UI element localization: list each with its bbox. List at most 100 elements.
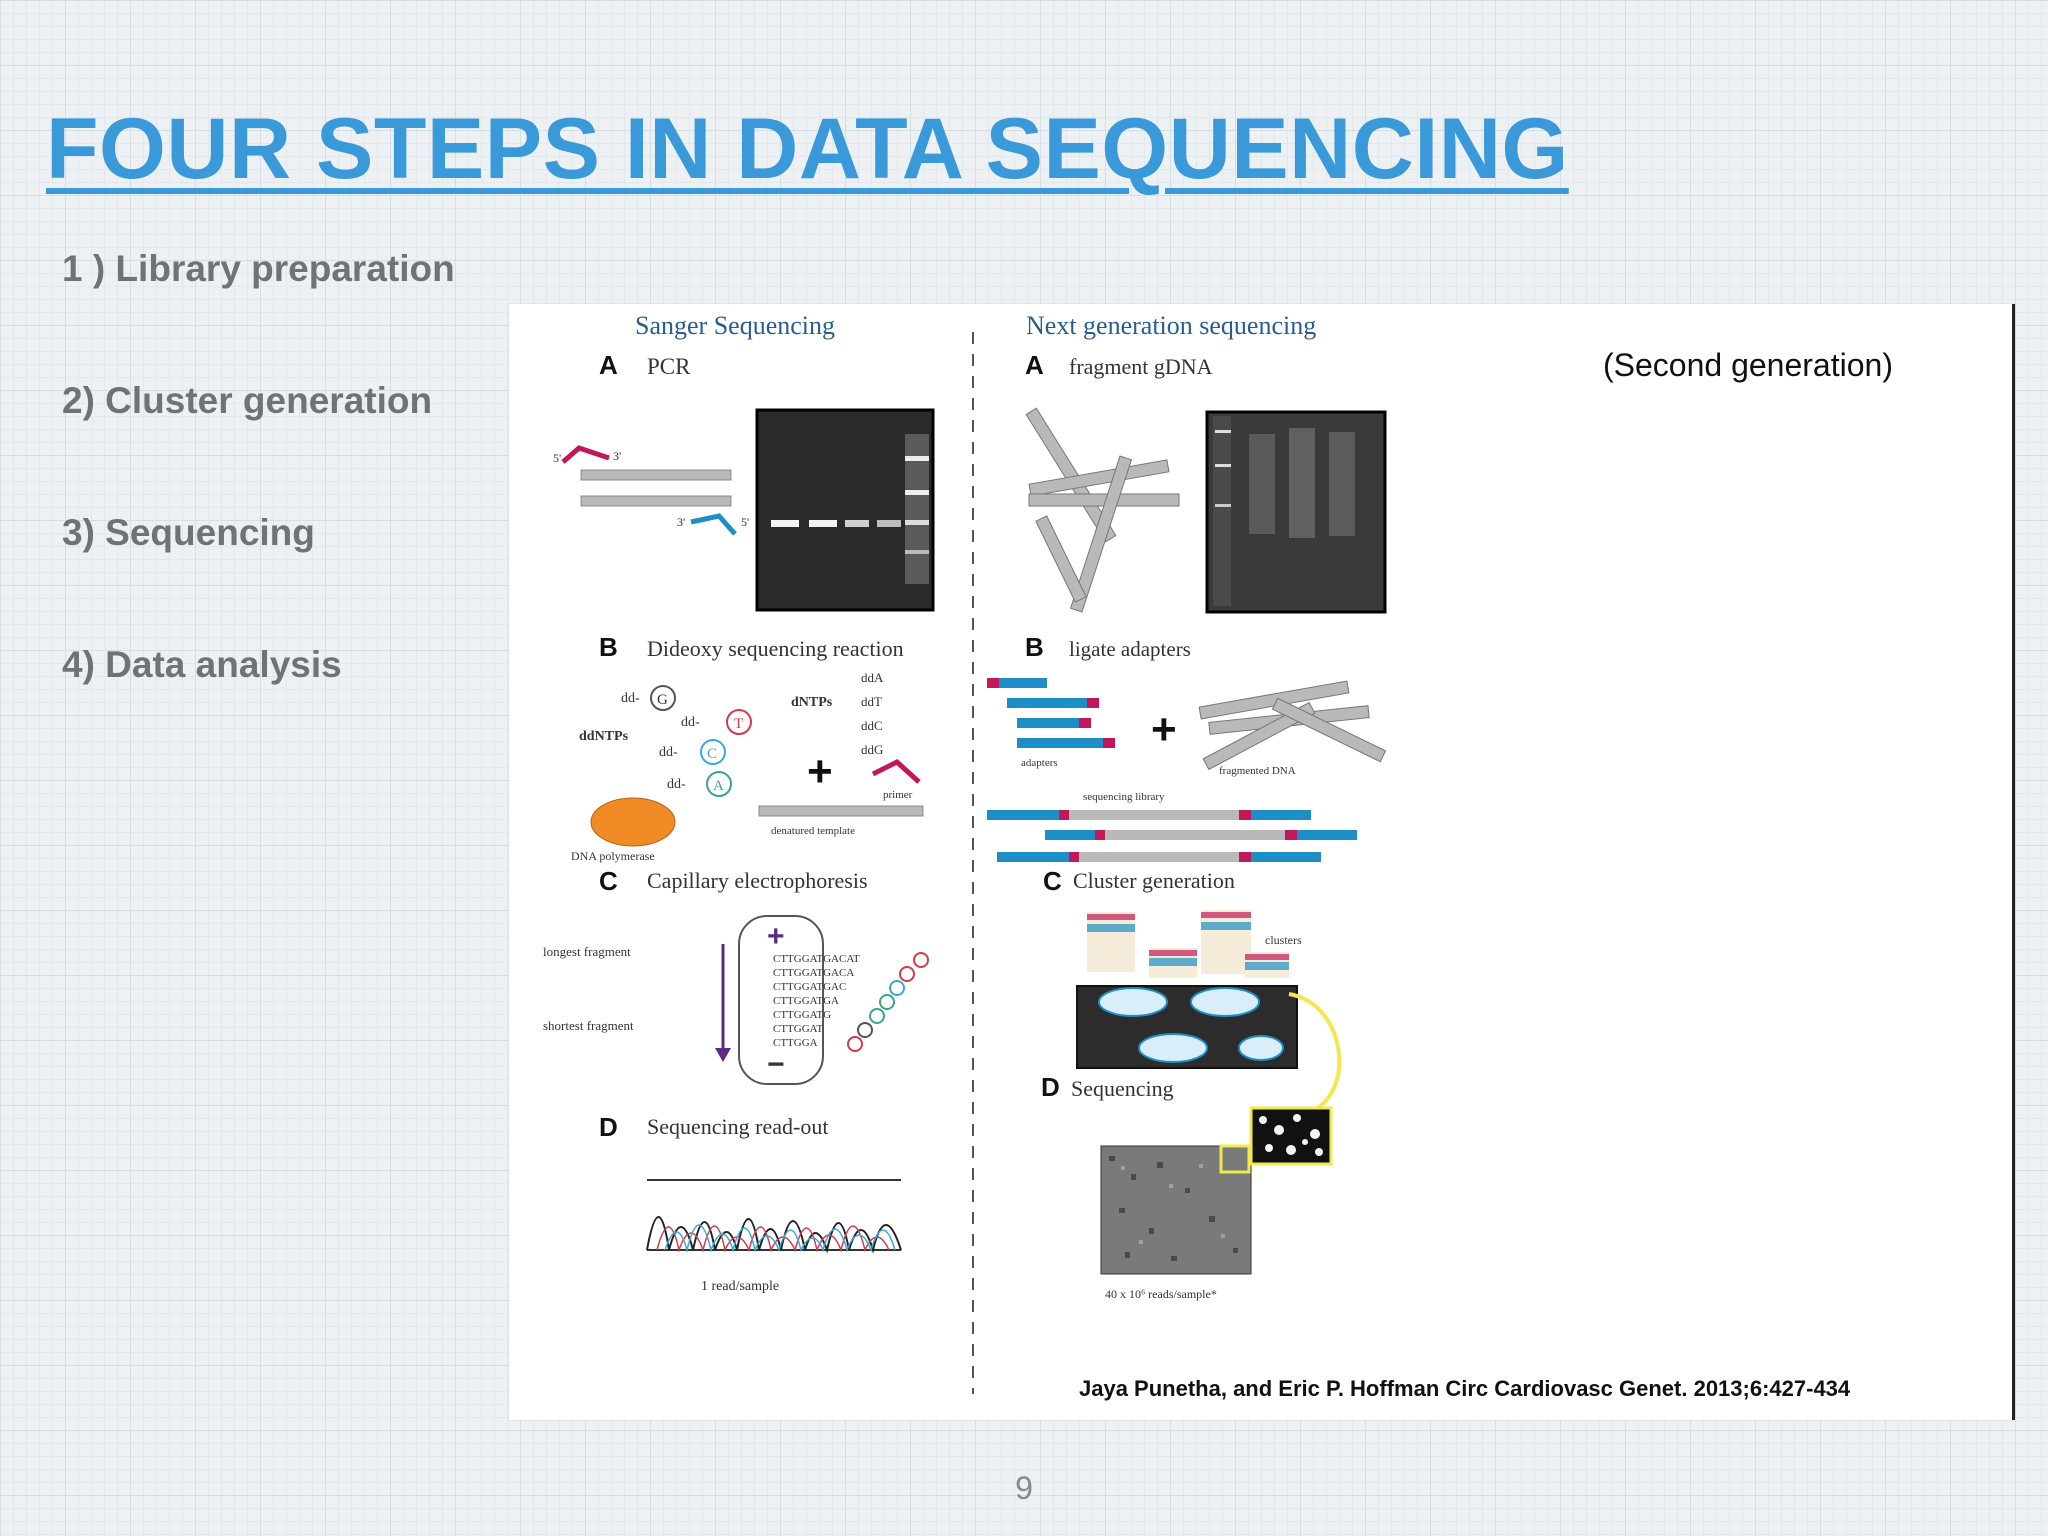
base-letter: C	[707, 746, 717, 762]
terminator-circle	[889, 980, 905, 996]
template-strand	[758, 805, 924, 817]
noise-dot	[1157, 1162, 1163, 1168]
adapters-illustration	[987, 678, 1115, 748]
adapter-blue	[987, 810, 1059, 820]
adapter-blue	[1017, 718, 1079, 728]
sanger-a-label: PCR	[647, 354, 691, 379]
cluster-dot	[1286, 1145, 1296, 1155]
step-sequencing: 3) Sequencing	[62, 512, 315, 553]
ngs-c-label: Cluster generation	[1073, 868, 1235, 893]
ladder-band	[1215, 464, 1231, 467]
dna-fragment-rod	[1202, 701, 1316, 771]
adapter-magenta	[1103, 738, 1115, 748]
chromatogram-trace	[656, 1225, 890, 1253]
longest-fragment-label: longest fragment	[543, 944, 631, 959]
adapter-magenta	[1285, 830, 1297, 840]
noise-dot	[1149, 1228, 1154, 1234]
sequence-line: CTTGGATG	[773, 1009, 831, 1021]
cluster-stripe	[1201, 912, 1251, 918]
insert	[1069, 810, 1239, 820]
ngs-b-label: ligate adapters	[1069, 637, 1191, 661]
noise-dot	[1185, 1188, 1190, 1193]
ddntp-a: dd- A	[667, 771, 732, 797]
cluster-stripe	[1245, 954, 1289, 960]
cluster-spot	[1138, 1033, 1208, 1063]
gel-band	[877, 520, 901, 527]
cluster-dot	[1293, 1114, 1301, 1122]
adapter-blue	[1251, 810, 1311, 820]
gel-ladder	[1213, 416, 1231, 606]
noise-dot	[1221, 1234, 1225, 1238]
fragmented-dna-rods	[1198, 680, 1387, 771]
terminator-circle	[879, 994, 895, 1010]
adapter-magenta	[1087, 698, 1099, 708]
citation: Jaya Punetha, and Eric P. Hoffman Circ C…	[1079, 1376, 1851, 1401]
gel-smear	[1329, 432, 1355, 536]
sanger-d-letter: D	[599, 1112, 618, 1142]
base-letter: G	[657, 692, 668, 708]
terminator-circle	[869, 1008, 885, 1024]
noise-dot	[1125, 1252, 1130, 1258]
ngs-d-letter: D	[1041, 1072, 1060, 1102]
flowcell-noise	[1109, 1156, 1238, 1261]
adapter-blue	[997, 852, 1069, 862]
noise-dot	[1119, 1208, 1125, 1213]
chromatogram-trace	[664, 1224, 896, 1253]
cluster-stripe	[1245, 962, 1289, 970]
noise-dot	[1121, 1166, 1125, 1170]
dd-prefix: dd-	[681, 715, 700, 730]
zoomed-cluster-dots	[1259, 1114, 1323, 1156]
slide-title: FOUR STEPS IN DATA SEQUENCING	[46, 101, 1569, 197]
noise-dot	[1169, 1184, 1173, 1188]
sequencing-images	[1100, 1106, 1333, 1275]
sanger-b-label: Dideoxy sequencing reaction	[647, 636, 904, 661]
noise-dot	[1233, 1248, 1238, 1253]
adapter-blue	[1297, 830, 1357, 840]
step-library-preparation: 1 ) Library preparation	[62, 248, 455, 289]
prime-label: 3'	[613, 449, 621, 463]
adapter-magenta	[1079, 718, 1091, 728]
primer-label: primer	[883, 789, 913, 801]
prime-label: 3'	[677, 515, 685, 529]
ngs-gel-image	[1205, 410, 1387, 614]
cluster-spot	[1098, 987, 1168, 1017]
flowcell-noise	[1121, 1164, 1225, 1244]
terminator-circle	[847, 1036, 863, 1052]
base-letter: A	[713, 778, 724, 794]
dna-strand	[580, 469, 732, 481]
adapter-blue	[1007, 698, 1087, 708]
cluster-spot	[1238, 1035, 1284, 1061]
cluster-dot	[1259, 1116, 1267, 1124]
reverse-primer	[690, 513, 737, 536]
adapter-magenta	[1239, 852, 1251, 862]
dd-prefix: dd-	[667, 777, 686, 792]
sequence-line: CTTGGAT	[773, 1023, 823, 1035]
cluster-stripe	[1087, 924, 1135, 932]
dd-list-item: ddA	[861, 670, 884, 685]
adapter-blue	[1045, 830, 1095, 840]
plus-sign: +	[1151, 705, 1177, 754]
pcr-diagram: 5' 3' 3' 5'	[553, 445, 749, 536]
cluster-dot	[1310, 1129, 1320, 1139]
adapter-blue	[1251, 852, 1321, 862]
cluster-dot	[1265, 1144, 1273, 1152]
chromatogram-trace	[646, 1216, 902, 1254]
fragmented-dna-label: fragmented DNA	[1219, 765, 1296, 777]
shortest-fragment-label: shortest fragment	[543, 1018, 634, 1033]
noise-dot	[1139, 1240, 1143, 1244]
sanger-reads-label: 1 read/sample	[701, 1279, 779, 1294]
forward-primer	[561, 445, 610, 464]
noise-dot	[1209, 1216, 1215, 1222]
prime-label: 5'	[553, 451, 561, 465]
adapter-magenta	[1059, 810, 1069, 820]
gel-background	[755, 408, 935, 612]
anode-sign: +	[767, 920, 785, 953]
adapter-magenta	[1069, 852, 1079, 862]
cluster-bundle	[1087, 912, 1135, 972]
dna-fragment-rod	[1035, 515, 1087, 603]
gel-smear	[1249, 434, 1275, 534]
ladder-band	[905, 520, 929, 525]
base-circle	[706, 771, 732, 797]
ngs-a-label: fragment gDNA	[1069, 354, 1213, 379]
template-label: denatured template	[771, 825, 855, 837]
